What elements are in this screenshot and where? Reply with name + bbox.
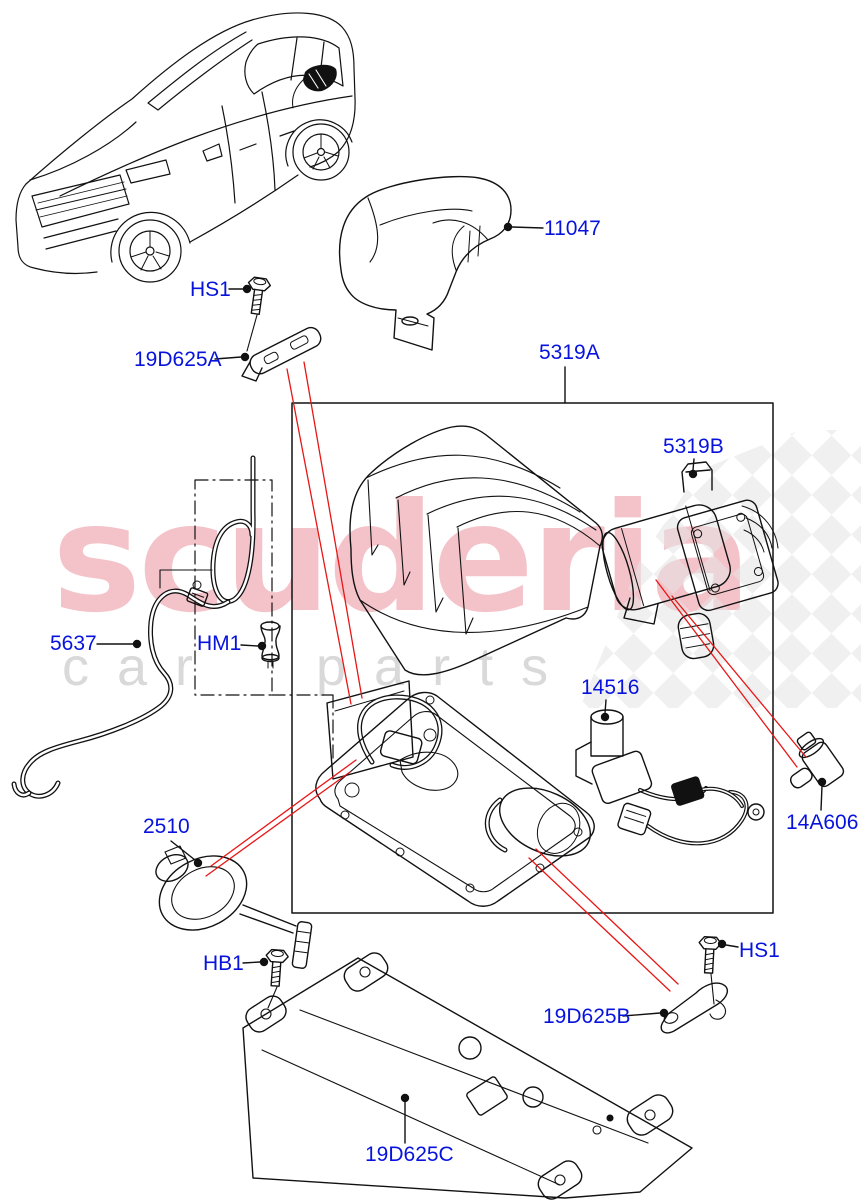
part-label-5637[interactable]: 5637	[50, 632, 97, 655]
leader-dots	[132, 222, 827, 1103]
hs1-top-bolt-icon	[243, 275, 272, 316]
part-label-14a606[interactable]: 14A606	[786, 811, 859, 834]
tube-5637-drawing	[11, 455, 256, 799]
part-label-14516[interactable]: 14516	[581, 676, 640, 699]
part-label-5319b[interactable]: 5319B	[663, 435, 724, 458]
vehicle-sketch	[15, 12, 356, 283]
fitting-hm1-drawing	[260, 621, 281, 669]
bracket-19d625b-drawing	[660, 982, 729, 1034]
valve-14516-drawing	[575, 709, 765, 846]
part-label-hm1[interactable]: HM1	[197, 632, 242, 655]
cover-11047-drawing	[338, 175, 512, 351]
hb1-bolt-icon	[263, 948, 290, 988]
assembly-box-5319a	[291, 402, 774, 914]
part-label-2510[interactable]: 2510	[143, 815, 190, 838]
part-label-hs1-bottom[interactable]: HS1	[739, 939, 780, 962]
watermark-checkered-flag	[580, 430, 861, 708]
watermark-tagline: car parts	[62, 637, 577, 697]
red-callout-lines	[205, 361, 807, 992]
part-location-marker	[303, 64, 337, 92]
part-label-19d625a[interactable]: 19D625A	[134, 348, 222, 371]
bottom-plate-19d625c-drawing	[242, 952, 693, 1200]
valve-2510-drawing	[155, 845, 313, 969]
leader-lines	[96, 226, 823, 1144]
hs1-bottom-bolt-icon	[696, 935, 723, 975]
part-label-hb1[interactable]: HB1	[203, 952, 244, 975]
bracket-19d625a-drawing	[241, 326, 322, 382]
tube-reference-box	[194, 479, 273, 696]
part-label-hs1-top[interactable]: HS1	[190, 278, 231, 301]
sensor-14a606-drawing	[789, 731, 845, 789]
ribbed-cover-drawing	[349, 425, 604, 676]
part-label-11047[interactable]: 11047	[544, 217, 601, 240]
part-label-5319a[interactable]: 5319A	[539, 341, 600, 364]
mounting-tray-drawing	[315, 680, 595, 907]
part-label-19d625b[interactable]: 19D625B	[543, 1005, 631, 1028]
part-label-19d625c[interactable]: 19D625C	[365, 1143, 454, 1166]
